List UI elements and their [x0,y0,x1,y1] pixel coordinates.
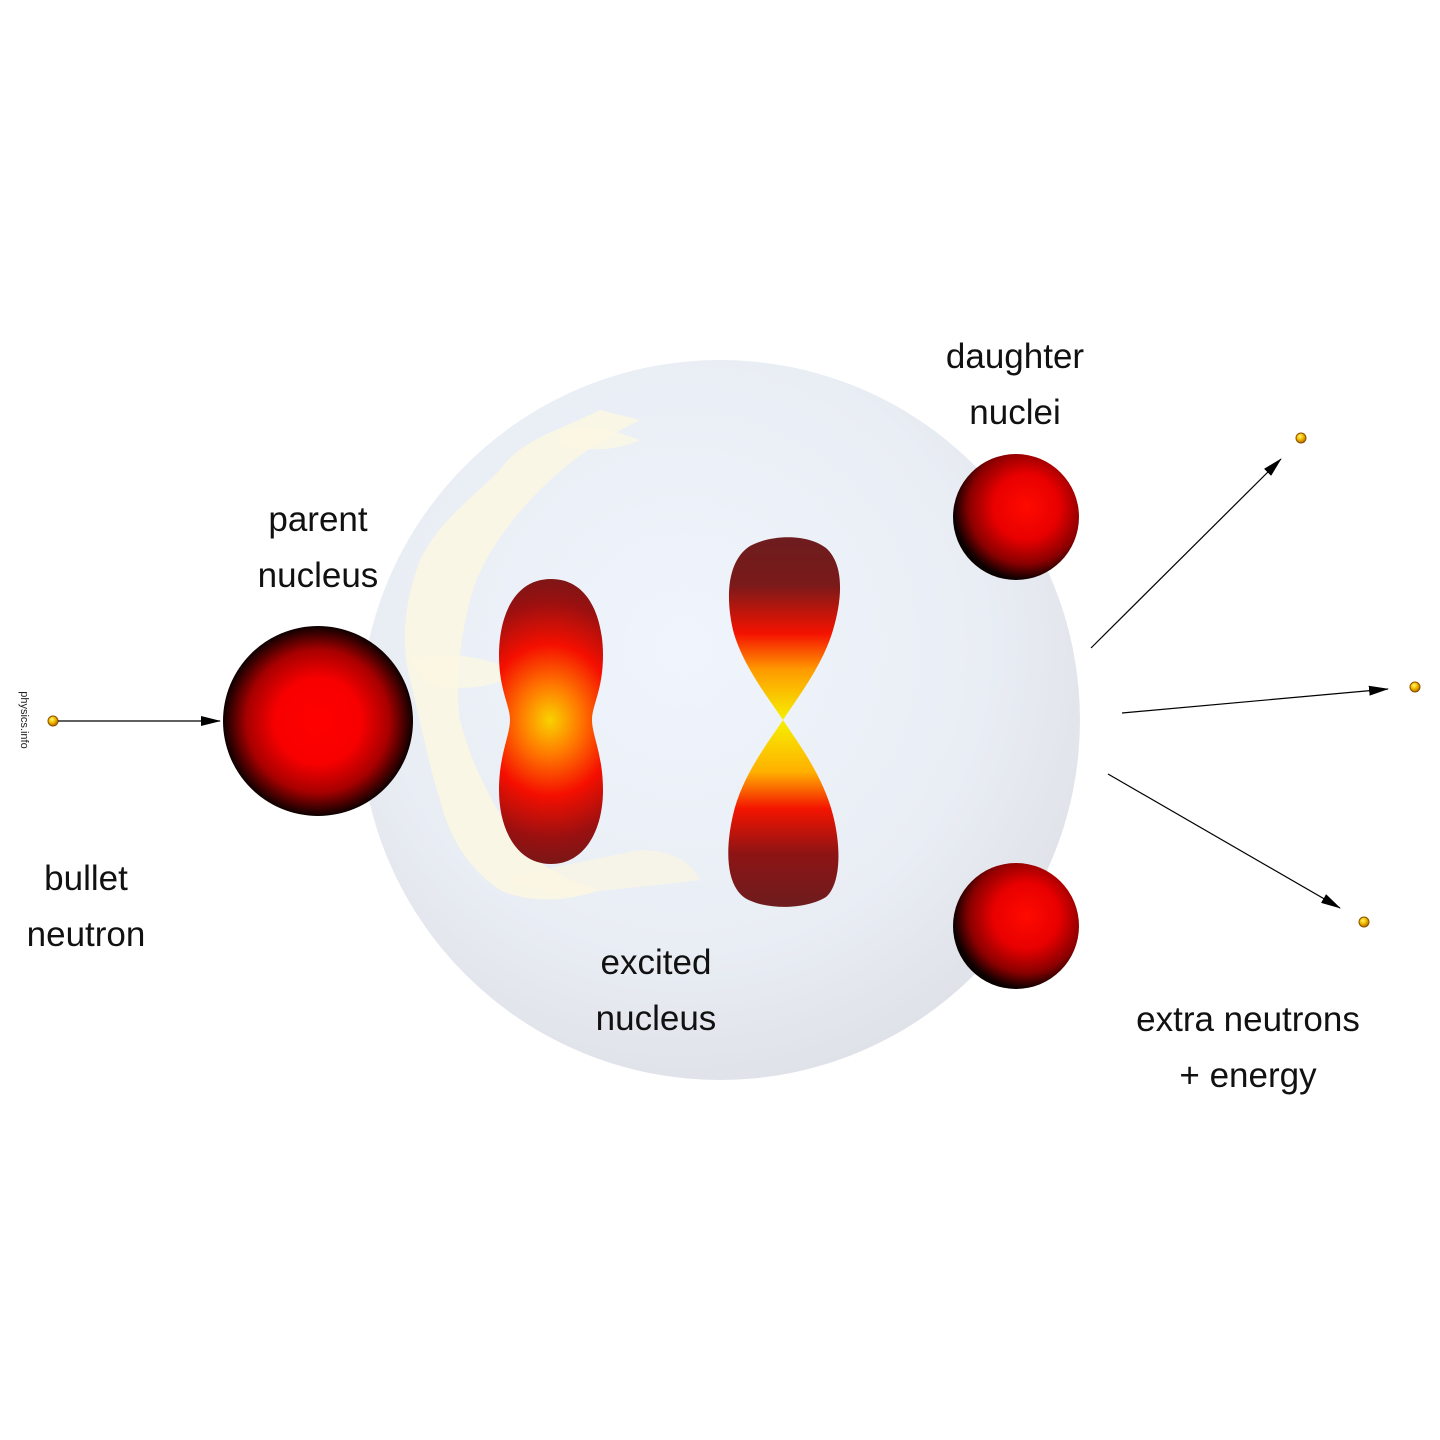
daughter-nucleus-top [953,454,1079,580]
label-excited-nucleus-line1: excited [600,943,712,982]
bullet-neutron [47,715,59,727]
label-daughter-nuclei-line2: nuclei [969,393,1061,432]
label-extra-neutrons-line1: extra neutrons [1136,1000,1360,1039]
globe-background [360,360,1080,1080]
label-excited-nucleus-line2: nucleus [595,999,717,1038]
label-extra-neutrons: extra neutrons + energy [1118,992,1378,1104]
label-daughter-nuclei-line1: daughter [945,337,1085,376]
label-excited-nucleus: excited nucleus [556,935,756,1047]
label-parent-nucleus: parent nucleus [218,492,418,604]
neutron-arrow-down [1107,773,1341,909]
label-parent-nucleus-line2: nucleus [257,556,379,595]
watermark: physics.info [18,691,30,749]
label-bullet-neutron-line1: bullet [44,859,128,898]
extra-neutron-1 [1295,432,1307,444]
label-bullet-neutron-line2: neutron [26,915,146,954]
neutron-arrow-up [1090,458,1282,649]
daughter-nucleus-bottom [953,863,1079,989]
label-daughter-nuclei: daughter nuclei [915,329,1115,441]
extra-neutron-3 [1358,916,1370,928]
label-bullet-neutron: bullet neutron [0,851,186,963]
excited-nucleus-splitting [728,537,841,907]
parent-nucleus [223,626,413,816]
excited-nucleus-elongated [499,579,603,864]
extra-neutron-2 [1409,681,1421,693]
label-extra-neutrons-line2: + energy [1179,1056,1317,1095]
label-parent-nucleus-line1: parent [268,500,368,539]
neutron-arrow-right [1121,685,1389,714]
